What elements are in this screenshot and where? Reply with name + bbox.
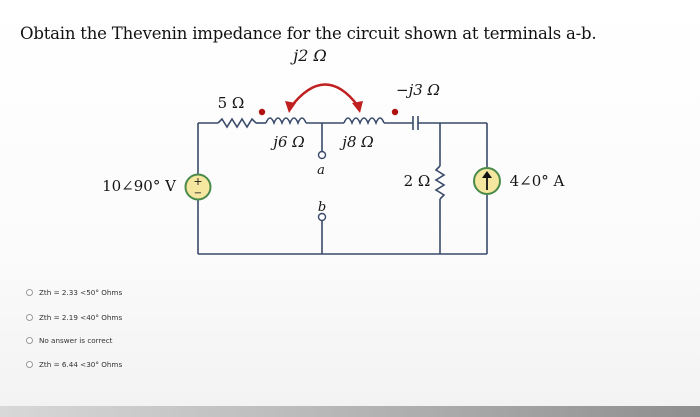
terminal-b[interactable] [317,212,327,222]
coupling-arrow [289,83,359,109]
answer-option-3-label: No answer is correct [39,336,113,345]
dot-l2 [391,108,399,116]
answer-option-2[interactable]: Zth = 2.19 <40° Ohms [26,313,122,322]
current-source-arrowhead [482,171,492,178]
source-v-label: 10∠90° V [102,177,177,195]
l1-label: j6 Ω [270,133,304,151]
bottom-bar [0,406,700,417]
voltage-source-plus: + [193,175,202,188]
voltage-source-icon [184,173,212,201]
answer-option-1[interactable]: Zth = 2.33 <50° Ohms [26,288,122,297]
r2-label: 2 Ω [404,172,431,190]
radio-button-2[interactable] [26,314,33,321]
radio-button-3[interactable] [26,337,33,344]
voltage-source-minus: − [194,188,202,199]
cap-label: −j3 Ω [396,81,440,99]
question-text: Obtain the Thevenin impedance for the ci… [20,24,597,43]
r1-label: 5 Ω [218,94,245,112]
coupling-arrowhead-right [352,101,363,113]
answer-option-4-label: Zth = 6.44 <30° Ohms [39,360,123,369]
answer-option-1-label: Zth = 2.33 <50° Ohms [39,288,123,297]
answer-option-2-label: Zth = 2.19 <40° Ohms [39,313,123,322]
dot-l1 [258,108,266,116]
radio-button-1[interactable] [26,289,33,296]
answer-option-4[interactable]: Zth = 6.44 <30° Ohms [26,360,122,369]
answer-option-3[interactable]: No answer is correct [26,336,113,345]
coupling-arrowhead-left [285,101,296,113]
l2-label: j8 Ω [339,133,373,151]
coupling-label: j2 Ω [290,46,327,65]
terminal-a-label: a [317,163,325,178]
source-i-label: 4∠0° A [510,172,565,190]
terminal-a[interactable] [317,150,327,160]
radio-button-4[interactable] [26,361,33,368]
terminal-b-label: b [318,200,326,215]
